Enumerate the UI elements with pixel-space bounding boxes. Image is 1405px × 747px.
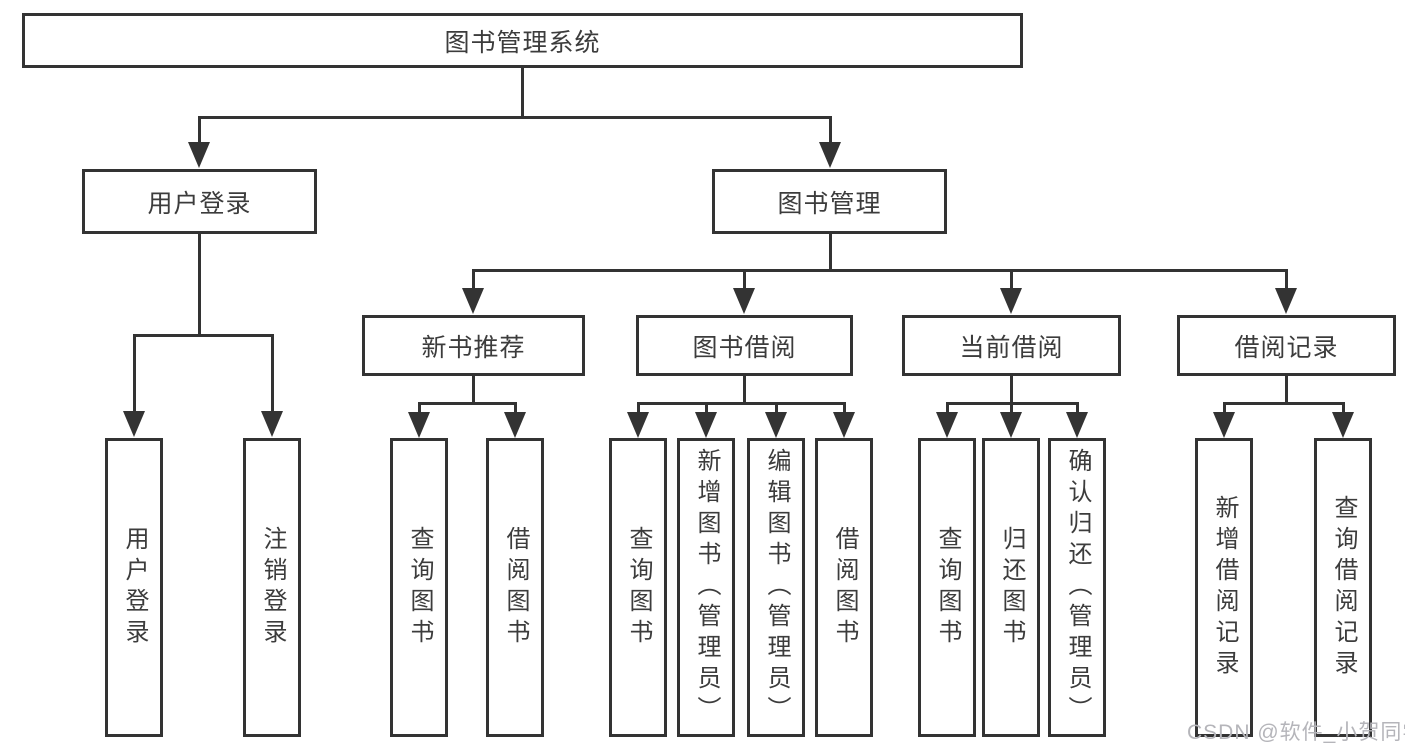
connector-drop xyxy=(743,269,746,289)
arrow-down-icon xyxy=(1000,288,1022,314)
connector-drop xyxy=(198,116,201,143)
node-label: 当前借阅 xyxy=(959,333,1064,362)
node-label: 归还图书 xyxy=(998,525,1025,650)
node-label: 确认归还（管理员） xyxy=(1064,448,1091,727)
connector-drop xyxy=(1010,402,1013,413)
arrow-down-icon xyxy=(1275,288,1297,314)
node-label: 用户登录 xyxy=(147,189,252,218)
connector-drop xyxy=(133,334,136,412)
node-leaf-query-books-3: 查询图书 xyxy=(918,438,976,737)
connector-bookmgmt-bar xyxy=(472,269,1288,272)
connector-drop xyxy=(775,402,778,413)
arrow-down-icon xyxy=(1000,412,1022,438)
connector-bar xyxy=(418,402,517,405)
node-label: 借阅图书 xyxy=(831,525,858,650)
connector-stub xyxy=(472,376,475,405)
connector-drop xyxy=(1223,402,1226,413)
node-leaf-edit-book-admin: 编辑图书（管理员） xyxy=(747,438,805,737)
connector-userlogin-stub xyxy=(198,234,201,336)
connector-stub xyxy=(743,376,746,405)
connector-drop xyxy=(829,116,832,143)
node-label: 新增图书（管理员） xyxy=(693,448,720,727)
connector-drop xyxy=(946,402,949,413)
node-label: 图书管理系统 xyxy=(444,28,601,57)
node-leaf-return-book: 归还图书 xyxy=(982,438,1040,737)
node-label: 图书借阅 xyxy=(692,333,797,362)
node-label: 借阅记录 xyxy=(1234,333,1339,362)
arrow-down-icon xyxy=(819,142,841,168)
node-label: 注销登录 xyxy=(259,525,286,650)
connector-root-stub xyxy=(521,68,524,118)
node-label: 新增借阅记录 xyxy=(1211,494,1238,681)
node-label: 编辑图书（管理员） xyxy=(763,448,790,727)
connector-userlogin-bar xyxy=(133,334,274,337)
connector-stub xyxy=(1285,376,1288,405)
arrow-down-icon xyxy=(1066,412,1088,438)
node-current-borrow: 当前借阅 xyxy=(902,315,1121,376)
node-book-borrow: 图书借阅 xyxy=(636,315,853,376)
node-book-management: 图书管理 xyxy=(712,169,947,234)
arrow-down-icon xyxy=(504,412,526,438)
node-leaf-logout: 注销登录 xyxy=(243,438,301,737)
arrow-down-icon xyxy=(408,412,430,438)
connector-drop xyxy=(1010,269,1013,289)
connector-drop xyxy=(472,269,475,289)
node-leaf-query-books-2: 查询图书 xyxy=(609,438,667,737)
connector-drop xyxy=(843,402,846,413)
node-leaf-add-borrow-record: 新增借阅记录 xyxy=(1195,438,1253,737)
connector-drop xyxy=(1285,269,1288,289)
arrow-down-icon xyxy=(765,412,787,438)
node-leaf-add-book-admin: 新增图书（管理员） xyxy=(677,438,735,737)
connector-drop xyxy=(1342,402,1345,413)
node-library-management-system: 图书管理系统 xyxy=(22,13,1023,68)
node-leaf-borrow-books-2: 借阅图书 xyxy=(815,438,873,737)
node-leaf-confirm-return-admin: 确认归还（管理员） xyxy=(1048,438,1106,737)
node-label: 新书推荐 xyxy=(421,333,526,362)
connector-drop xyxy=(705,402,708,413)
arrow-down-icon xyxy=(733,288,755,314)
node-label: 图书管理 xyxy=(777,189,882,218)
arrow-down-icon xyxy=(695,412,717,438)
arrow-down-icon xyxy=(462,288,484,314)
watermark: CSDN @软件_小贺同学 xyxy=(1187,721,1405,744)
arrow-down-icon xyxy=(123,411,145,437)
node-label: 查询图书 xyxy=(625,525,652,650)
node-new-book-recommend: 新书推荐 xyxy=(362,315,585,376)
arrow-down-icon xyxy=(1213,412,1235,438)
arrow-down-icon xyxy=(1332,412,1354,438)
node-leaf-user-login: 用户登录 xyxy=(105,438,163,737)
node-user-login: 用户登录 xyxy=(82,169,317,234)
arrow-down-icon xyxy=(936,412,958,438)
connector-root-bar xyxy=(198,116,832,119)
node-leaf-query-books-1: 查询图书 xyxy=(390,438,448,737)
connector-stub xyxy=(1010,376,1013,405)
arrow-down-icon xyxy=(188,142,210,168)
node-leaf-borrow-books-1: 借阅图书 xyxy=(486,438,544,737)
node-leaf-query-borrow-record: 查询借阅记录 xyxy=(1314,438,1372,737)
node-label: 借阅图书 xyxy=(502,525,529,650)
arrow-down-icon xyxy=(627,412,649,438)
node-label: 查询图书 xyxy=(406,525,433,650)
connector-bar xyxy=(1223,402,1345,405)
connector-bar xyxy=(637,402,846,405)
connector-drop xyxy=(418,402,421,413)
node-label: 查询借阅记录 xyxy=(1330,494,1357,681)
node-borrow-records: 借阅记录 xyxy=(1177,315,1396,376)
connector-drop xyxy=(1076,402,1079,413)
connector-drop xyxy=(637,402,640,413)
arrow-down-icon xyxy=(833,412,855,438)
connector-drop xyxy=(271,334,274,412)
connector-drop xyxy=(514,402,517,413)
arrow-down-icon xyxy=(261,411,283,437)
connector-bookmgmt-stub xyxy=(829,234,832,272)
node-label: 用户登录 xyxy=(121,525,148,650)
node-label: 查询图书 xyxy=(934,525,961,650)
